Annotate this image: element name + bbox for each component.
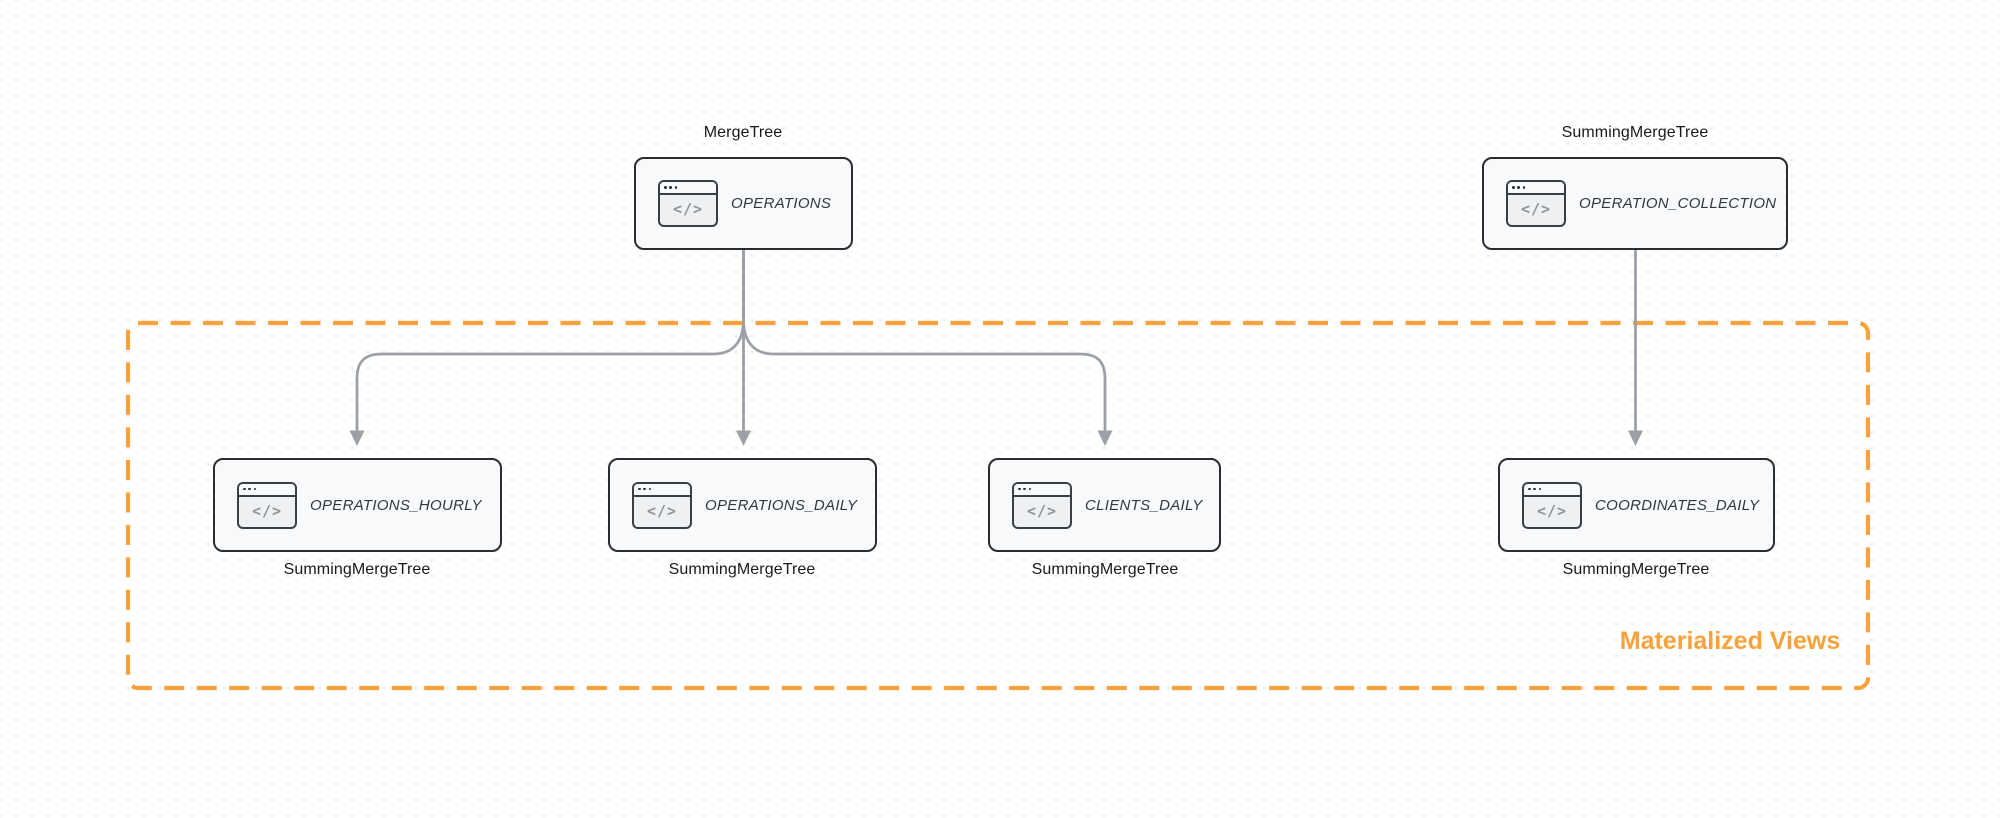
engine-label-mergetree: MergeTree [703, 124, 783, 141]
table-name: OPERATIONS_HOURLY [310, 496, 482, 514]
code-window-icon: </> [1522, 481, 1582, 529]
arrowhead-icon [1628, 430, 1643, 446]
table-node-operations-daily[interactable]: </> OPERATIONS_DAILY [608, 458, 877, 552]
table-node-operations-hourly[interactable]: </> OPERATIONS_HOURLY [213, 458, 502, 552]
table-node-coordinates-daily[interactable]: </> COORDINATES_DAILY [1498, 458, 1775, 552]
arrowhead-icon [736, 430, 751, 446]
engine-label-summingmergetree: SummingMergeTree [1562, 561, 1710, 578]
code-window-icon: </> [658, 180, 718, 227]
table-node-operation-collection[interactable]: </> OPERATION_COLLECTION [1482, 157, 1788, 250]
arrowhead-icon [349, 430, 365, 446]
table-node-clients-daily[interactable]: </> CLIENTS_DAILY [988, 458, 1221, 552]
edge-operations-to-operations-hourly [355, 248, 745, 433]
engine-label-summingmergetree: SummingMergeTree [668, 561, 816, 578]
code-window-icon: </> [1012, 481, 1072, 529]
table-name: OPERATION_COLLECTION [1579, 195, 1777, 212]
engine-label-summingmergetree: SummingMergeTree [1561, 124, 1709, 141]
arrowhead-icon [1097, 430, 1113, 446]
table-name: OPERATIONS_DAILY [705, 496, 858, 514]
engine-label-summingmergetree: SummingMergeTree [283, 561, 431, 578]
code-window-icon: </> [237, 481, 297, 529]
table-name: OPERATIONS [731, 195, 832, 212]
table-name: COORDINATES_DAILY [1595, 496, 1760, 514]
table-node-operations[interactable]: </> OPERATIONS [634, 157, 853, 250]
edge-operations-to-clients-daily [742, 248, 1107, 433]
materialized-views-group-boundary [125, 320, 1871, 691]
materialized-views-group-label: Materialized Views [1619, 627, 1841, 655]
code-window-icon: </> [632, 481, 692, 529]
code-window-icon: </> [1506, 180, 1566, 227]
engine-label-summingmergetree: SummingMergeTree [1031, 561, 1179, 578]
table-name: CLIENTS_DAILY [1085, 496, 1203, 514]
